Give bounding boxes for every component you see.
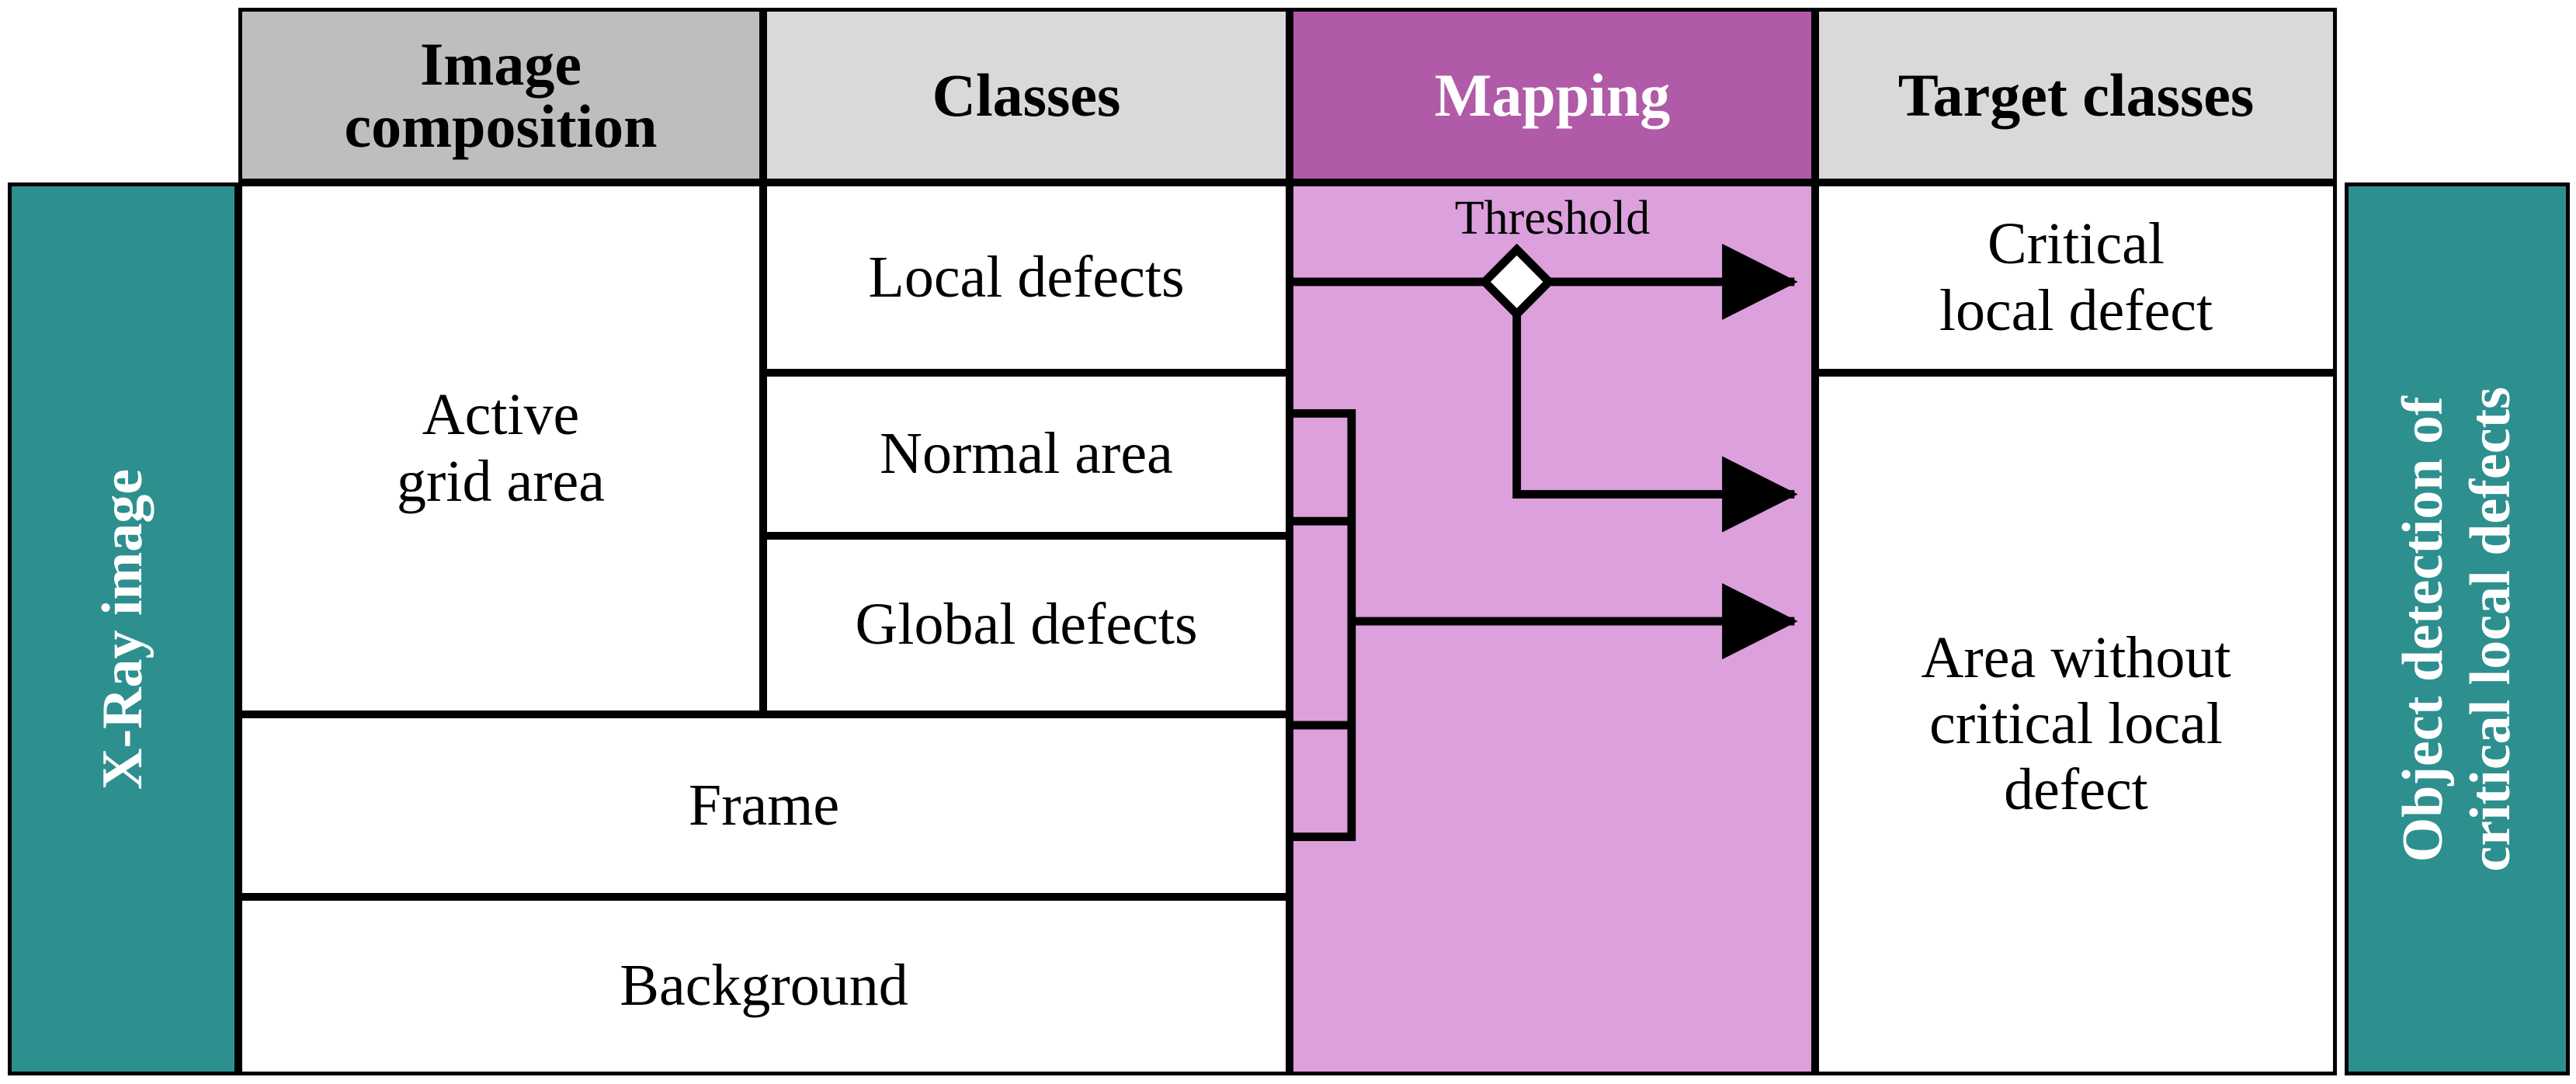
- cell-critical-local-defect: Critical local defect: [1815, 182, 2337, 373]
- cell-frame-label: Frame: [688, 772, 840, 838]
- cell-area-without-critical-local-defect-label: Area without critical local defect: [1921, 624, 2231, 823]
- cell-area-without-critical-local-defect: Area without critical local defect: [1815, 373, 2337, 1075]
- sidebar-object-detection-line2: critical local defects: [2459, 386, 2522, 872]
- sidebar-xray-image-label: X-Ray image: [91, 468, 155, 790]
- cell-normal-area: Normal area: [763, 373, 1290, 536]
- bracket-normal-global-frame-background: [1293, 408, 1356, 842]
- cell-active-grid-area-label: Active grid area: [397, 382, 605, 514]
- cell-global-defects: Global defects: [763, 536, 1290, 714]
- cell-global-defects-label: Global defects: [855, 592, 1198, 658]
- cell-critical-local-defect-label: Critical local defect: [1939, 211, 2213, 343]
- cell-active-grid-area: Active grid area: [238, 182, 763, 714]
- cell-background: Background: [238, 897, 1290, 1075]
- sidebar-xray-image: X-Ray image: [8, 182, 238, 1075]
- header-classes: Classes: [763, 8, 1290, 182]
- header-image-composition-label: Image composition: [344, 30, 658, 160]
- arrow-threshold-reject-to-area-without: [1512, 281, 1798, 533]
- sidebar-object-detection-line1: Object detection of: [2390, 395, 2455, 863]
- header-target-classes: Target classes: [1815, 8, 2337, 182]
- cell-background-label: Background: [620, 953, 908, 1019]
- header-target-classes-label: Target classes: [1897, 61, 2255, 129]
- threshold-diamond-icon: [1478, 243, 1555, 321]
- cell-local-defects: Local defects: [763, 182, 1290, 373]
- sidebar-object-detection: Object detection of critical local defec…: [2345, 182, 2570, 1075]
- cell-normal-area-label: Normal area: [880, 421, 1173, 487]
- sidebar-object-detection-text: Object detection of critical local defec…: [2390, 387, 2526, 872]
- cell-frame: Frame: [238, 714, 1290, 897]
- cell-local-defects-label: Local defects: [868, 244, 1185, 310]
- header-image-composition: Image composition: [238, 8, 763, 182]
- header-mapping: Mapping: [1290, 8, 1815, 182]
- header-classes-label: Classes: [932, 61, 1121, 129]
- threshold-label: Threshold: [1454, 192, 1651, 245]
- mapping-connectors: [1293, 243, 1798, 842]
- mapping-column-body: Threshold: [1290, 182, 1815, 1075]
- header-mapping-label: Mapping: [1434, 61, 1671, 129]
